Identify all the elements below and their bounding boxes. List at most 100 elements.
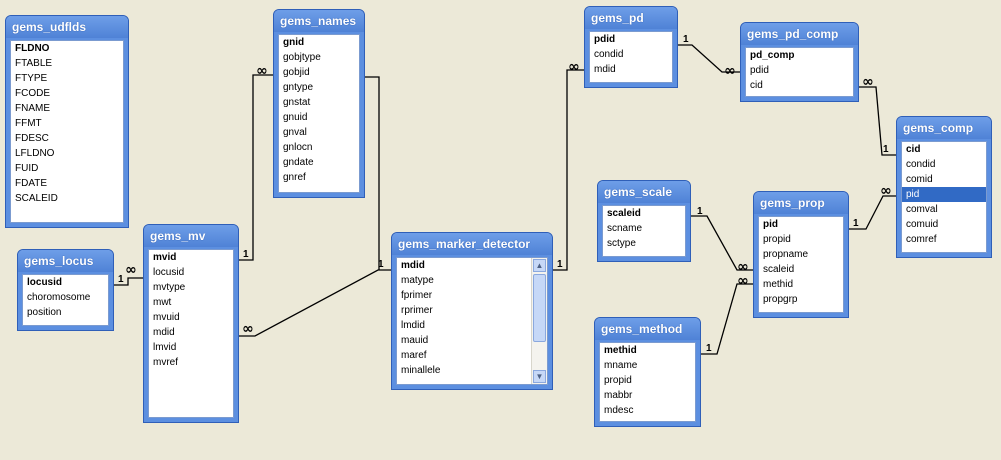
relationship-line[interactable] [239,269,391,337]
primary-key-field[interactable]: mdid [401,260,425,271]
table-field[interactable]: mauid [401,335,429,346]
table-field[interactable]: position [27,307,62,318]
table-field[interactable]: lmvid [153,342,177,353]
table-field[interactable]: mname [604,360,638,371]
table-field[interactable]: comref [906,234,937,245]
primary-key-field[interactable]: mvid [153,252,177,263]
table-field[interactable]: comval [906,204,938,215]
table-field[interactable]: propid [604,375,632,386]
table-gems-scale[interactable]: gems_scale scaleid scname sctype [597,180,691,262]
table-field[interactable]: FNAME [15,103,50,114]
table-field[interactable]: mwt [153,297,172,308]
table-field[interactable]: FFMT [15,118,42,129]
table-field[interactable]: mvtype [153,282,186,293]
relationship-line[interactable] [849,195,896,230]
table-field[interactable]: minallele [401,365,441,376]
table-title[interactable]: gems_udflds [6,16,128,38]
table-field[interactable]: pid [902,187,986,202]
field-list[interactable]: scaleid scname sctype [602,205,686,257]
table-field[interactable]: mdid [594,64,616,75]
table-field[interactable]: LFLDNO [15,148,55,159]
relationship-line[interactable] [678,44,740,73]
table-field[interactable]: methid [763,279,794,290]
table-title[interactable]: gems_comp [897,117,991,139]
relationship-line[interactable] [701,283,753,355]
table-title[interactable]: gems_prop [754,192,848,214]
table-title[interactable]: gems_pd_comp [741,23,858,45]
field-list[interactable]: methid mname propid mabbr mdesc [599,342,696,422]
table-field[interactable]: FDESC [15,133,49,144]
table-field[interactable]: propgrp [763,294,798,305]
table-title[interactable]: gems_mv [144,225,238,247]
field-list[interactable]: pdid condid mdid [589,31,673,83]
table-title[interactable]: gems_marker_detector [392,233,552,255]
table-field[interactable]: gnref [283,172,306,183]
table-field[interactable]: maref [401,350,427,361]
primary-key-field[interactable]: pdid [594,34,616,45]
table-field[interactable]: mvref [153,357,178,368]
primary-key-field[interactable]: FLDNO [15,43,50,54]
primary-key-field[interactable]: pd_comp [750,50,795,61]
table-field[interactable]: pdid [750,65,769,76]
table-field[interactable]: mabbr [604,390,633,401]
table-field[interactable]: propid [763,234,791,245]
table-field[interactable]: gnlocn [283,142,313,153]
vertical-scrollbar[interactable]: ▲▼ [531,258,547,384]
table-field[interactable]: sctype [607,238,636,249]
table-field[interactable]: gobjtype [283,52,321,63]
table-field[interactable]: FCODE [15,88,50,99]
table-field[interactable]: fprimer [401,290,433,301]
relationship-line[interactable] [365,76,380,270]
table-field[interactable]: comid [906,174,933,185]
table-field[interactable]: FTABLE [15,58,53,69]
table-field[interactable]: lmdid [401,320,425,331]
table-field[interactable]: SCALEID [15,193,58,204]
table-field[interactable]: cid [750,80,763,91]
scroll-down-icon[interactable]: ▼ [533,370,546,383]
table-field[interactable]: choromosome [27,292,91,303]
table-field[interactable]: condid [594,49,624,60]
table-field[interactable]: mvuid [153,312,180,323]
table-title[interactable]: gems_method [595,318,700,340]
table-field[interactable]: comuid [906,219,939,230]
table-field[interactable]: gnstat [283,97,311,108]
relationship-line[interactable] [114,277,143,286]
table-field[interactable]: gndate [283,157,314,168]
table-field[interactable]: FUID [15,163,39,174]
primary-key-field[interactable]: methid [604,345,637,356]
table-field[interactable]: scname [607,223,643,234]
relationship-line[interactable] [859,86,896,156]
table-field[interactable]: condid [906,159,936,170]
relationship-line[interactable] [553,69,584,271]
table-field[interactable]: scaleid [763,264,795,275]
table-gems-method[interactable]: gems_method methid mname propid mabbr mdesc [594,317,701,427]
primary-key-field[interactable]: scaleid [607,208,641,219]
primary-key-field[interactable]: gnid [283,37,305,48]
table-field[interactable]: gntype [283,82,314,93]
table-field[interactable]: mdesc [604,405,634,416]
table-field[interactable]: gnval [283,127,307,138]
relationship-line[interactable] [239,74,273,261]
table-title[interactable]: gems_scale [598,181,690,203]
table-field[interactable]: gobjid [283,67,310,78]
table-field[interactable]: rprimer [401,305,433,316]
primary-key-field[interactable]: pid [763,219,778,230]
scroll-thumb[interactable] [533,274,546,342]
